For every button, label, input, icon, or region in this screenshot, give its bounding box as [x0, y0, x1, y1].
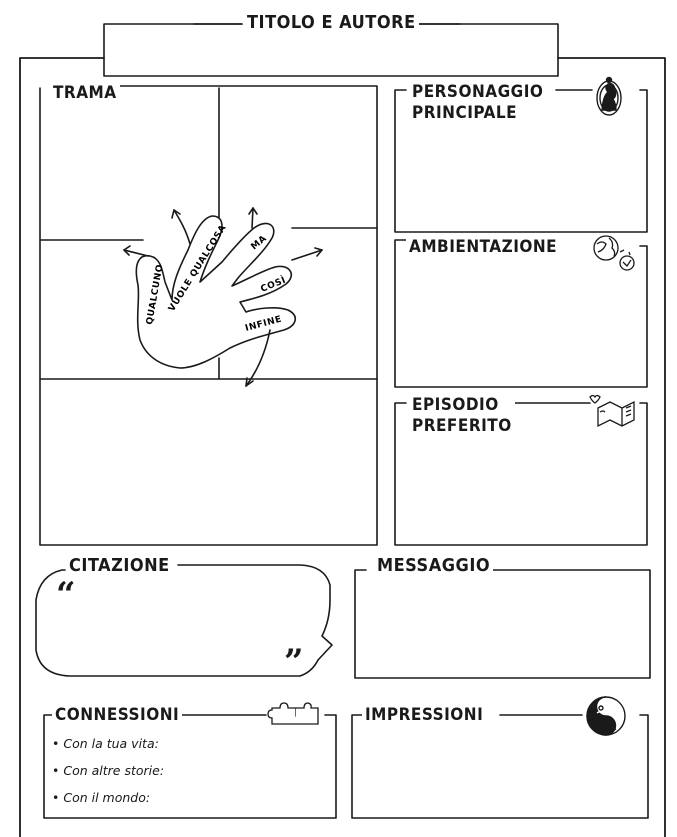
citazione-bubble: [35, 564, 333, 677]
hand-diagram: [123, 207, 323, 387]
finger-label-vuole-qualcosa: VUOLE QUALCOSA: [167, 223, 229, 313]
outer-frame: [19, 57, 666, 837]
ambientazione-box: [394, 239, 648, 388]
connessioni-item-mondo: • Con il mondo:: [52, 790, 151, 805]
quote-close-mark: ”: [284, 642, 304, 682]
section-personaggio: PERSONAGGIO PRINCIPALE: [409, 82, 547, 124]
impressioni-box: [351, 714, 649, 819]
section-episodio: EPISODIO PREFERITO: [409, 395, 515, 437]
title-box: [103, 23, 559, 77]
section-citazione: CITAZIONE: [66, 556, 173, 576]
finger-label-cosi: COSÌ: [259, 274, 288, 295]
yin-yang-icon: [586, 696, 626, 736]
section-trama: TRAMA: [50, 83, 120, 103]
episodio-line2: PREFERITO: [412, 416, 512, 436]
portrait-icon: [596, 76, 622, 116]
globe-icon: [593, 235, 635, 271]
personaggio-line1: PERSONAGGIO: [412, 82, 544, 102]
section-connessioni: CONNESSIONI: [52, 705, 183, 725]
episodio-line1: EPISODIO: [412, 395, 499, 415]
personaggio-line2: PRINCIPALE: [412, 103, 518, 123]
section-messaggio: MESSAGGIO: [374, 556, 494, 576]
connessioni-item-vita: • Con la tua vita:: [52, 736, 159, 751]
finger-label-qualcuno: QUALCUNO: [145, 263, 165, 325]
messaggio-box: [354, 569, 651, 679]
section-impressioni: IMPRESSIONI: [362, 705, 487, 725]
finger-label-infine: INFINE: [244, 314, 283, 333]
connessioni-item-storie: • Con altre storie:: [52, 763, 165, 778]
section-ambientazione: AMBIENTAZIONE: [406, 237, 561, 257]
episodio-box: [394, 402, 648, 546]
personaggio-box: [394, 89, 648, 233]
page-title: TITOLO E AUTORE: [244, 13, 419, 33]
book-heart-icon: [589, 394, 635, 428]
trama-box: [39, 85, 378, 546]
puzzle-icon: [267, 702, 319, 725]
quote-open-mark: “: [56, 575, 76, 615]
finger-label-ma: MA: [250, 234, 270, 253]
